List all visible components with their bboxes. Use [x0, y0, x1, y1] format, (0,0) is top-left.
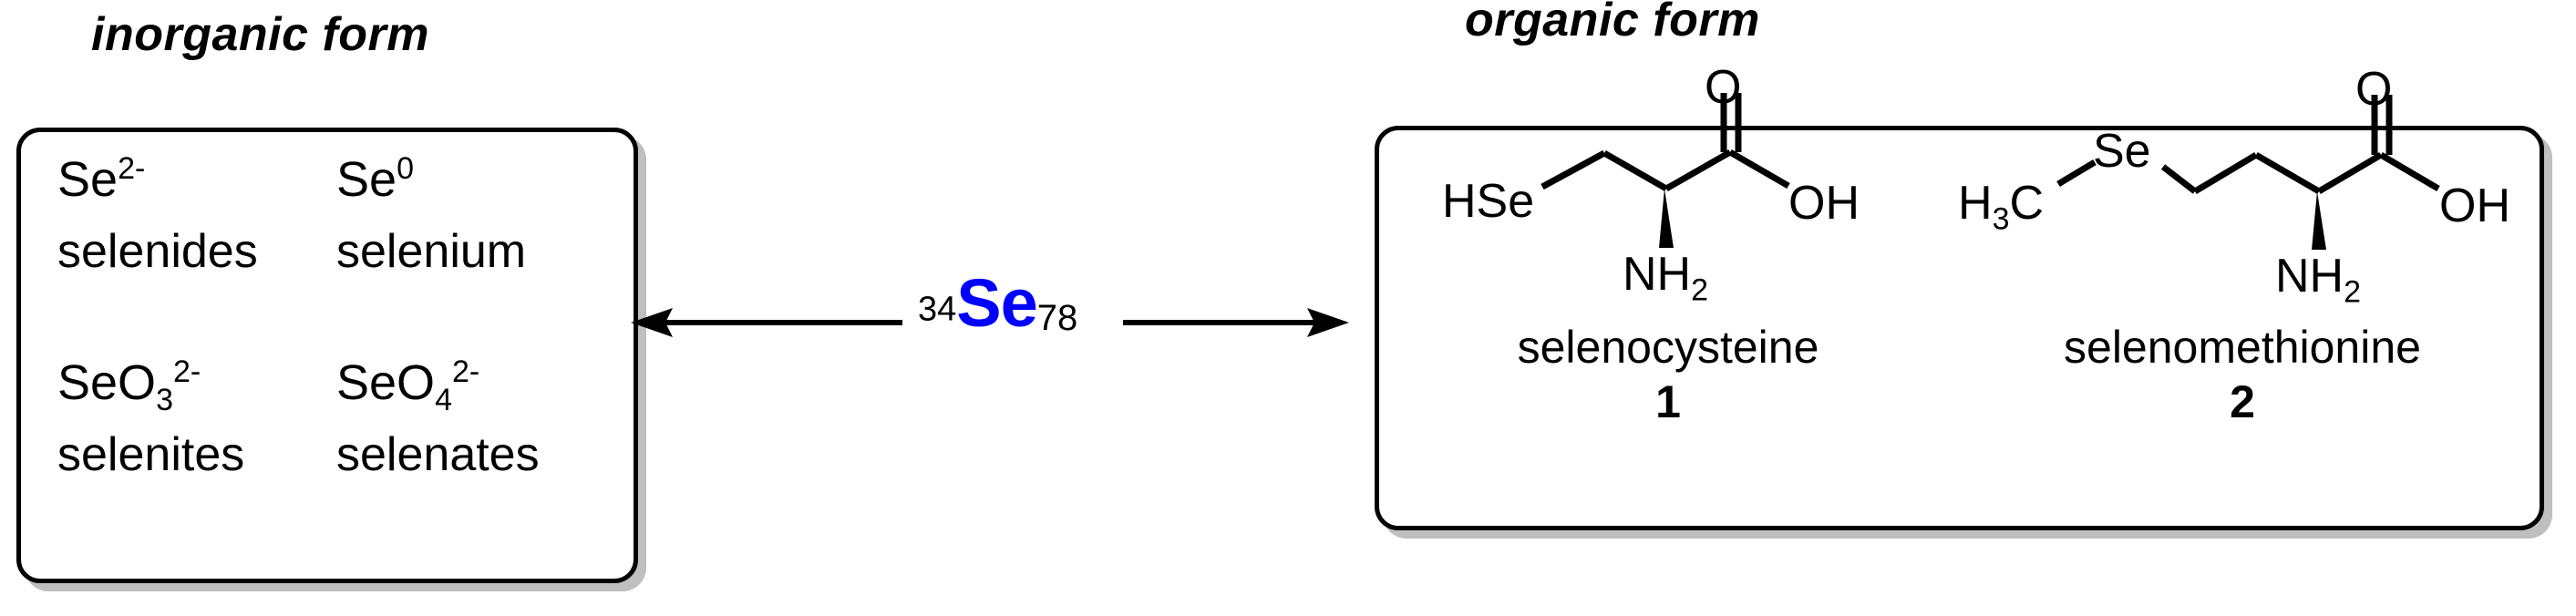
species-name: selenates [336, 427, 540, 481]
selenomethionine-skeleton [2056, 95, 2440, 250]
methyl-subscript: 3 [1992, 201, 2010, 237]
selenocysteine-nh2-label: NH2 [1623, 248, 1708, 305]
selenocysteine-carbonyl-o-label: O [1705, 61, 1742, 114]
inorganic-form-title: inorganic form [91, 8, 430, 61]
inorganic-form-panel: Se2- selenides Se0 selenium SeO32- selen… [16, 128, 638, 583]
species-name: selenites [57, 427, 245, 481]
selenomethionine-nh2-label: NH2 [2275, 250, 2361, 307]
amine-text: NH [1623, 248, 1692, 301]
species-selenide: Se2- selenides [57, 151, 336, 357]
organic-form-title: organic form [1465, 0, 1760, 46]
species-formula: SeO32- [57, 354, 336, 416]
selenomethionine-name: selenomethionine [2064, 322, 2421, 373]
formula-count: 4 [435, 382, 452, 417]
amine-subscript: 2 [2344, 274, 2362, 310]
formula-base: Se [57, 152, 118, 207]
arrow-to-organic-icon [1123, 304, 1351, 345]
selenomethionine-methyl-label: H3C [1958, 177, 2045, 234]
element-symbol-se: 34Se78 [918, 270, 1077, 337]
atomic-weight: 78 [1036, 298, 1078, 339]
selenocysteine-number: 1 [1655, 376, 1681, 427]
inorganic-species-grid: Se2- selenides Se0 selenium SeO32- selen… [21, 132, 634, 579]
selenomethionine-se-label: Se [2093, 125, 2151, 178]
selenocysteine-oh-label: OH [1788, 177, 1860, 230]
formula-charge: 0 [397, 151, 414, 186]
selenomethionine-carbonyl-o-label: O [2355, 63, 2393, 116]
formula-charge: 2- [172, 354, 201, 389]
formula-charge: 2- [451, 354, 480, 389]
selenocysteine-skeleton [1540, 93, 1790, 248]
species-formula: SeO42- [336, 354, 615, 416]
arrow-to-inorganic-icon [629, 304, 902, 345]
species-name: selenides [57, 224, 258, 278]
organic-form-panel [1375, 126, 2544, 530]
amine-subscript: 2 [1691, 272, 1709, 308]
selenomethionine-number: 2 [2230, 376, 2255, 427]
methyl-h: H [1958, 177, 1993, 230]
methyl-c: C [2009, 177, 2045, 230]
species-formula: Se0 [336, 151, 615, 207]
structure-selenomethionine: H3C Se O OH NH2 selenomethionine 2 [1942, 0, 2543, 427]
species-selenite: SeO32- selenites [57, 354, 336, 560]
selenocysteine-hse-label: HSe [1442, 175, 1535, 228]
formula-base: SeO [57, 355, 157, 410]
species-formula: Se2- [57, 151, 336, 207]
species-name: selenium [336, 224, 527, 278]
selenomethionine-oh-label: OH [2439, 180, 2510, 232]
species-selenate: SeO42- selenates [336, 354, 615, 560]
mass-number: 34 [918, 290, 957, 329]
selenocysteine-name: selenocysteine [1517, 322, 1819, 373]
formula-base: Se [336, 152, 397, 207]
formula-count: 3 [156, 382, 173, 417]
amine-text: NH [2275, 250, 2344, 303]
structure-selenocysteine: HSe O OH NH2 selenocysteine 1 [1376, 0, 1960, 427]
element-symbol-text: Se [956, 265, 1038, 341]
species-selenium: Se0 selenium [336, 151, 615, 357]
formula-base: SeO [336, 355, 436, 410]
formula-charge: 2- [118, 151, 146, 186]
